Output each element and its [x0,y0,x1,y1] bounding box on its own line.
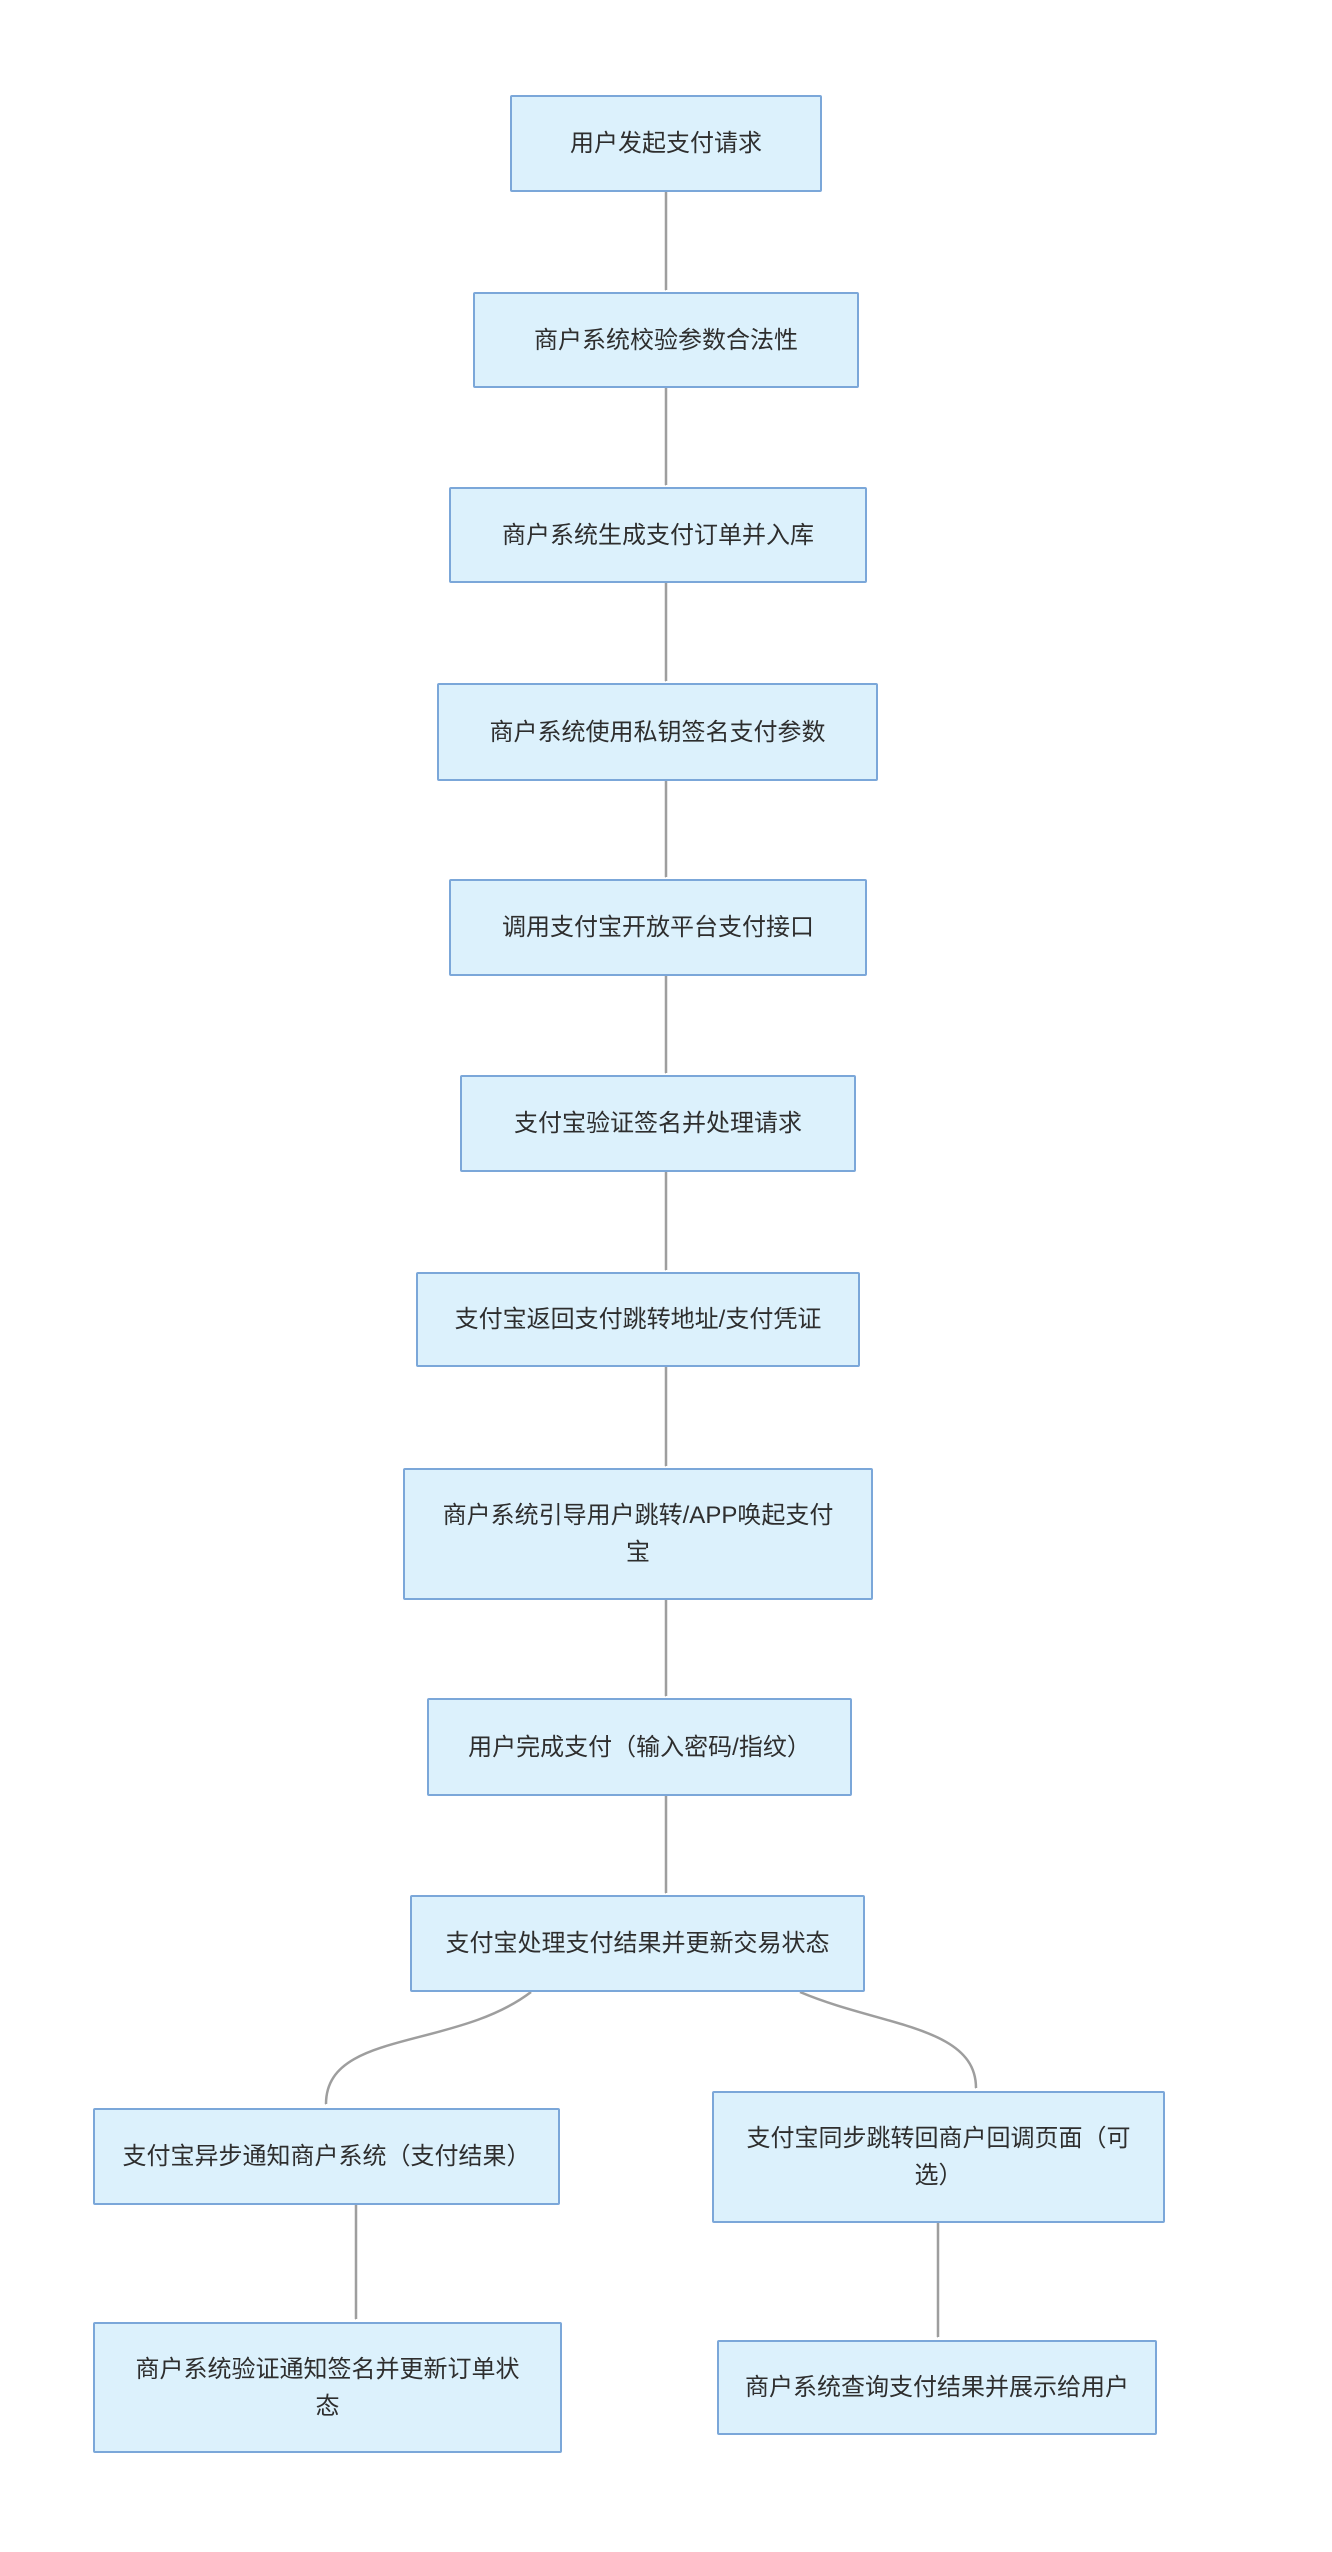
node-label: 用户发起支付请求 [570,130,762,157]
edge-alipay-process-result-to-async-notify-merchant [326,1991,532,2104]
node-label: 支付宝处理支付结果并更新交易状态 [445,1930,830,1957]
node-label: 商户系统校验参数合法性 [534,326,798,354]
node-sign-params: 商户系统使用私钥签名支付参数 [437,683,878,781]
node-label: 支付宝返回支付跳转地址/支付凭证 [454,1306,822,1333]
node-alipay-return-redirect: 支付宝返回支付跳转地址/支付凭证 [416,1272,860,1367]
node-validate-params: 商户系统校验参数合法性 [473,292,859,388]
node-user-payment-request: 用户发起支付请求 [510,95,822,192]
node-label: 调用支付宝开放平台支付接口 [502,914,814,941]
node-alipay-process-result: 支付宝处理支付结果并更新交易状态 [410,1895,865,1992]
node-label: 用户完成支付（输入密码/指纹） [468,1733,811,1761]
node-label: 支付宝同步跳转回商户回调页面（可选） [746,2125,1131,2189]
node-label: 商户系统生成支付订单并入库 [502,521,814,549]
node-alipay-verify-sign: 支付宝验证签名并处理请求 [460,1075,856,1172]
node-create-order: 商户系统生成支付订单并入库 [449,487,867,583]
node-call-alipay-api: 调用支付宝开放平台支付接口 [449,879,867,976]
node-label: 支付宝验证签名并处理请求 [514,1110,802,1137]
edge-alipay-process-result-to-sync-redirect-callback [799,1990,978,2088]
node-async-notify-merchant: 支付宝异步通知商户系统（支付结果） [93,2108,560,2205]
node-verify-notify-update: 商户系统验证通知签名并更新订单状态 [93,2322,562,2453]
node-label: 商户系统使用私钥签名支付参数 [489,718,826,746]
node-query-result-show-user: 商户系统查询支付结果并展示给用户 [717,2340,1157,2435]
node-label: 支付宝异步通知商户系统（支付结果） [122,2143,531,2170]
node-user-complete-payment: 用户完成支付（输入密码/指纹） [427,1698,852,1796]
node-label: 商户系统引导用户跳转/APP唤起支付宝 [442,1502,834,1566]
node-sync-redirect-callback: 支付宝同步跳转回商户回调页面（可选） [712,2091,1165,2223]
node-label: 商户系统验证通知签名并更新订单状态 [135,2355,520,2420]
node-label: 商户系统查询支付结果并展示给用户 [745,2374,1129,2401]
node-guide-user-redirect: 商户系统引导用户跳转/APP唤起支付宝 [403,1468,873,1600]
